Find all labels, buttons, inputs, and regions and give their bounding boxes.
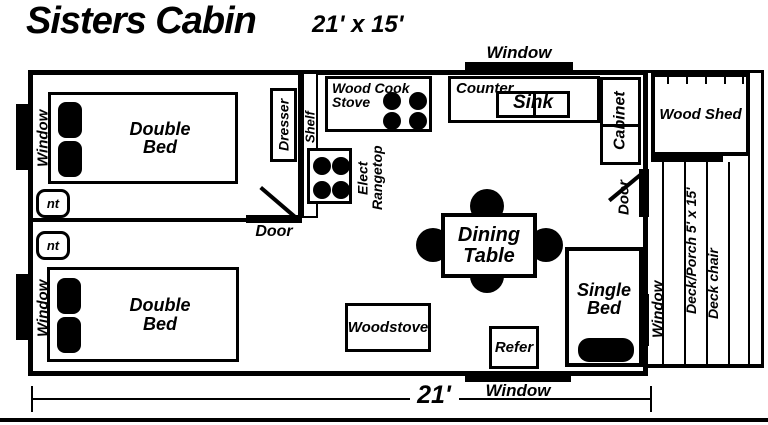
single-bed-label: Single Bed (576, 280, 631, 319)
wall-bottom (28, 371, 648, 376)
refrigerator: Refer (489, 326, 539, 369)
deck-plank-line (728, 162, 730, 364)
shed-threshold-bar (651, 152, 723, 162)
sink (496, 91, 570, 118)
window-bar-left-bottom (16, 274, 28, 340)
pillow (58, 102, 82, 138)
wall-bedroom-east (298, 70, 302, 222)
window-bar-bottom (465, 371, 571, 382)
double-bed-bottom-label: Double Bed (129, 295, 191, 334)
dresser (270, 88, 297, 162)
wood-shed: Wood Shed (651, 73, 750, 156)
pillow (57, 317, 81, 353)
night-table-2: nt (36, 231, 70, 260)
wood-cook-stove: Wood Cook Stove (325, 76, 432, 132)
single-bed: Single Bed (565, 247, 643, 367)
burner (409, 112, 427, 130)
dining-table-label: Dining Table (457, 224, 521, 267)
deck-bottom-edge (648, 364, 764, 368)
cabinet-divider (603, 124, 638, 127)
dresser-label: Dresser (275, 98, 292, 152)
window-label-top: Window (486, 43, 552, 62)
entry-door-bar (639, 169, 649, 217)
sink-divider (533, 94, 536, 115)
window-label-bottom: Window (485, 381, 551, 400)
woodstove-label: Woodstove (347, 318, 429, 336)
wood-shed-label: Wood Shed (659, 105, 742, 123)
refrigerator-label: Refer (494, 338, 534, 356)
wall-top (28, 70, 648, 75)
entry-door-label: Door (615, 180, 633, 216)
deck-plank-line (748, 156, 750, 364)
burner (383, 112, 401, 130)
shed-tick (742, 77, 744, 84)
wall-left (28, 70, 33, 376)
shed-tick (724, 77, 726, 84)
bottom-rule (0, 418, 768, 422)
deck-plank-line (706, 162, 708, 364)
burner (409, 92, 427, 110)
elect-rangetop (307, 148, 352, 204)
bedroom-door-bar (246, 215, 302, 223)
deck-top-edge (648, 70, 764, 73)
page-title: Sisters Cabin (26, 0, 257, 42)
window-bar-left-top (16, 104, 28, 170)
pillow (58, 141, 82, 177)
deck-right-edge (761, 70, 764, 368)
wood-cook-stove-label: Wood Cook Stove (332, 80, 410, 111)
double-bed-top: Double Bed (48, 92, 238, 184)
wall-bedroom-south (28, 218, 246, 222)
night-table-1: nt (36, 189, 70, 218)
deck-plank-line (684, 162, 686, 364)
shed-tick (705, 77, 707, 84)
shed-tick (667, 77, 669, 84)
burner (383, 92, 401, 110)
dimension-line-left (33, 398, 410, 400)
wall-east (643, 70, 648, 376)
woodstove: Woodstove (345, 303, 431, 352)
deck-porch-label: Deck/Porch 5' x 15' (682, 187, 699, 315)
dimension-tick-right (650, 386, 652, 412)
shed-tick (686, 77, 688, 84)
window-label-east: Window (649, 280, 667, 338)
deck-chair-label: Deck chair (704, 248, 721, 320)
deck-plank-line (662, 162, 664, 364)
elect-rangetop-label: Elect Rangetop (354, 145, 385, 211)
window-bar-top (465, 62, 573, 72)
burner (313, 181, 331, 199)
double-bed-top-label: Double Bed (129, 118, 191, 157)
dining-table: Dining Table (441, 213, 537, 278)
cabinet (600, 77, 641, 165)
sink-label: Sink (512, 91, 554, 113)
dimension-line-right (459, 398, 650, 400)
title-dimensions: 21' x 15' (312, 11, 404, 38)
burner (313, 157, 331, 175)
cabinet-label: Cabinet (611, 91, 629, 151)
burner (332, 157, 350, 175)
window-bar-east (639, 294, 649, 346)
burner (332, 181, 350, 199)
dimension-label: 21' (417, 381, 451, 409)
dimension-tick-left (31, 386, 33, 412)
double-bed-bottom: Double Bed (47, 267, 239, 362)
bedroom-door-label: Door (255, 223, 293, 240)
pillow (578, 338, 634, 362)
pillow (57, 278, 81, 314)
